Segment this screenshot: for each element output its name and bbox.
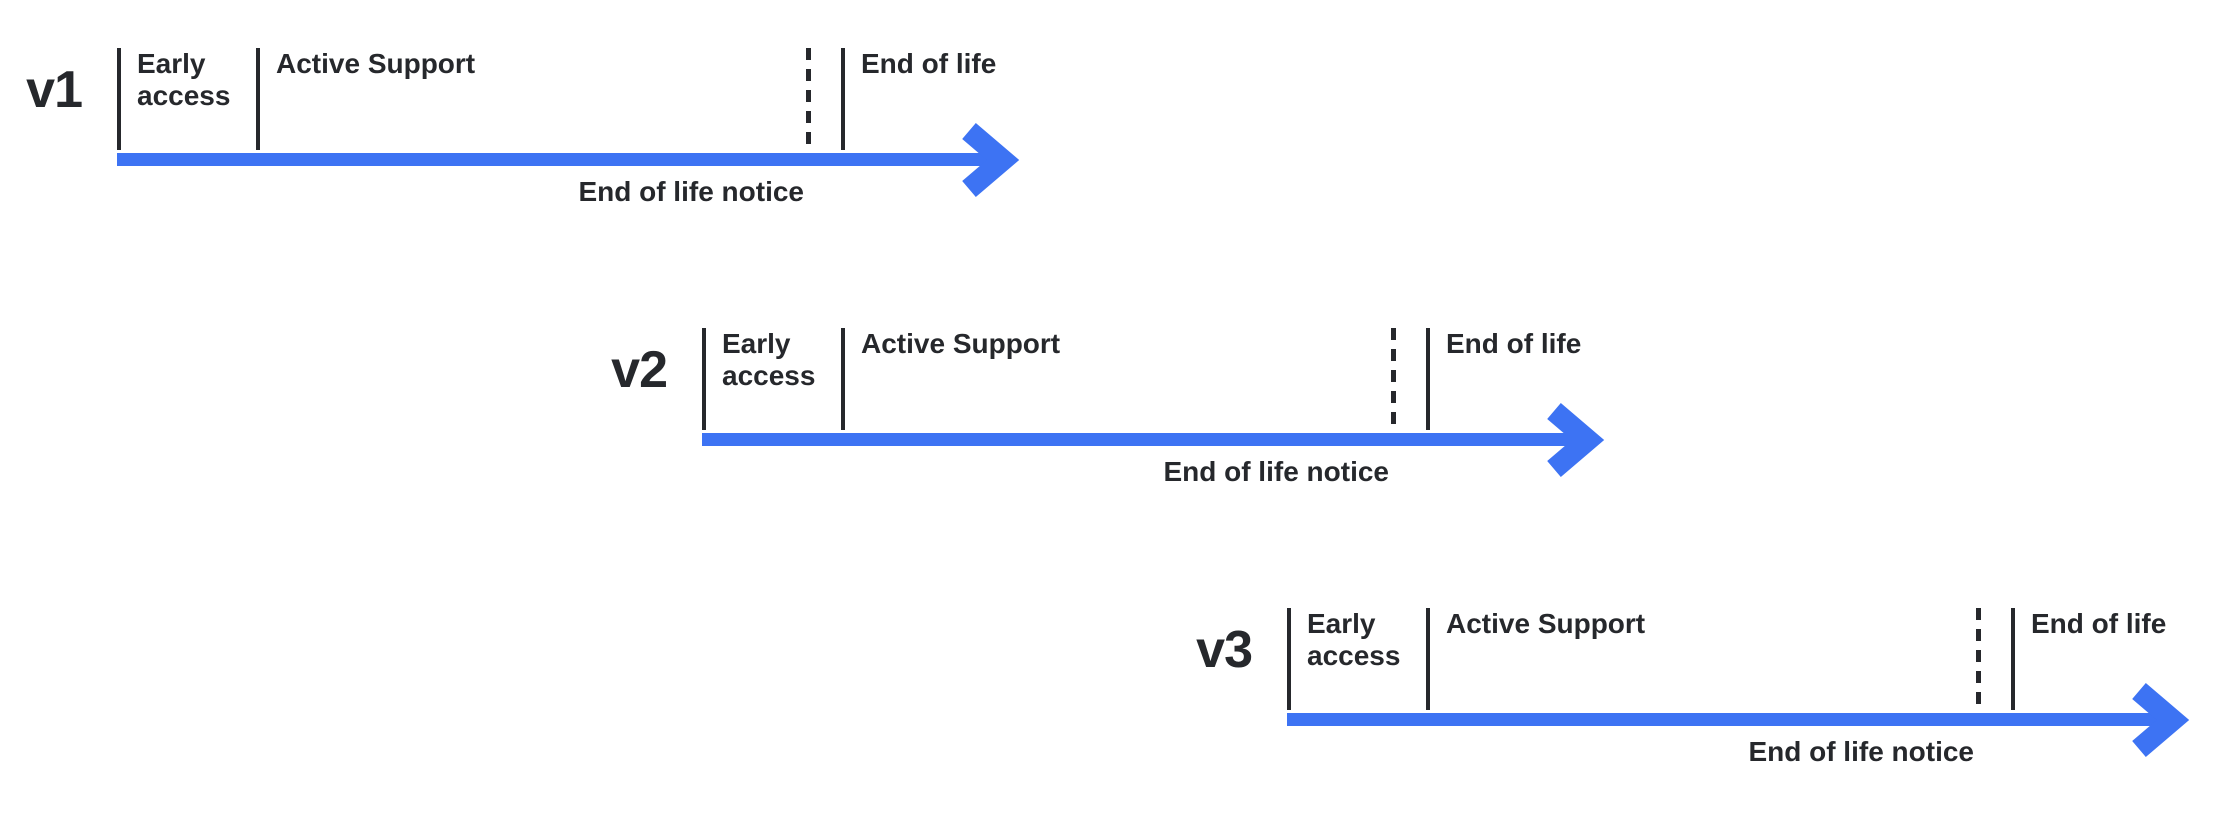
end-of-life-tick — [841, 48, 845, 150]
early-access-label: Early access — [137, 48, 231, 111]
end-of-life-notice-label: End of life notice — [1163, 456, 1389, 487]
end-of-life-notice-dashed-line — [1391, 328, 1396, 428]
active-support-tick — [1426, 608, 1430, 710]
end-of-life-notice-label: End of life notice — [1748, 736, 1974, 767]
end-of-life-notice-dashed-line — [806, 48, 811, 148]
active-support-label: Active Support — [276, 48, 476, 79]
end-of-life-label: End of life — [2031, 608, 2167, 639]
early-access-label: Early access — [1307, 608, 1401, 671]
timeline-v1: v1 Early access Active Support End of li… — [26, 48, 1027, 263]
version-label-v3: v3 — [1196, 621, 1253, 679]
version-label-v1: v1 — [26, 61, 83, 119]
end-of-life-notice-dashed-line — [1976, 608, 1981, 708]
early-access-tick — [1287, 608, 1291, 710]
active-support-tick — [841, 328, 845, 430]
end-of-life-label: End of life — [1446, 328, 1582, 359]
end-of-life-label: End of life — [861, 48, 997, 79]
version-label-v2: v2 — [611, 341, 668, 399]
active-support-tick — [256, 48, 260, 150]
active-support-label: Active Support — [861, 328, 1061, 359]
timeline-arrow — [117, 123, 1020, 197]
timeline-arrow — [702, 403, 1605, 477]
active-support-label: Active Support — [1446, 608, 1646, 639]
early-access-label: Early access — [722, 328, 816, 391]
timeline-arrow — [1287, 683, 2190, 757]
timeline-v3: v3 Early access Active Support End of li… — [1196, 608, 2197, 823]
early-access-tick — [702, 328, 706, 430]
timeline-v2: v2 Early access Active Support End of li… — [611, 328, 1612, 543]
early-access-tick — [117, 48, 121, 150]
end-of-life-notice-label: End of life notice — [578, 176, 804, 207]
end-of-life-tick — [2011, 608, 2015, 710]
end-of-life-tick — [1426, 328, 1430, 430]
